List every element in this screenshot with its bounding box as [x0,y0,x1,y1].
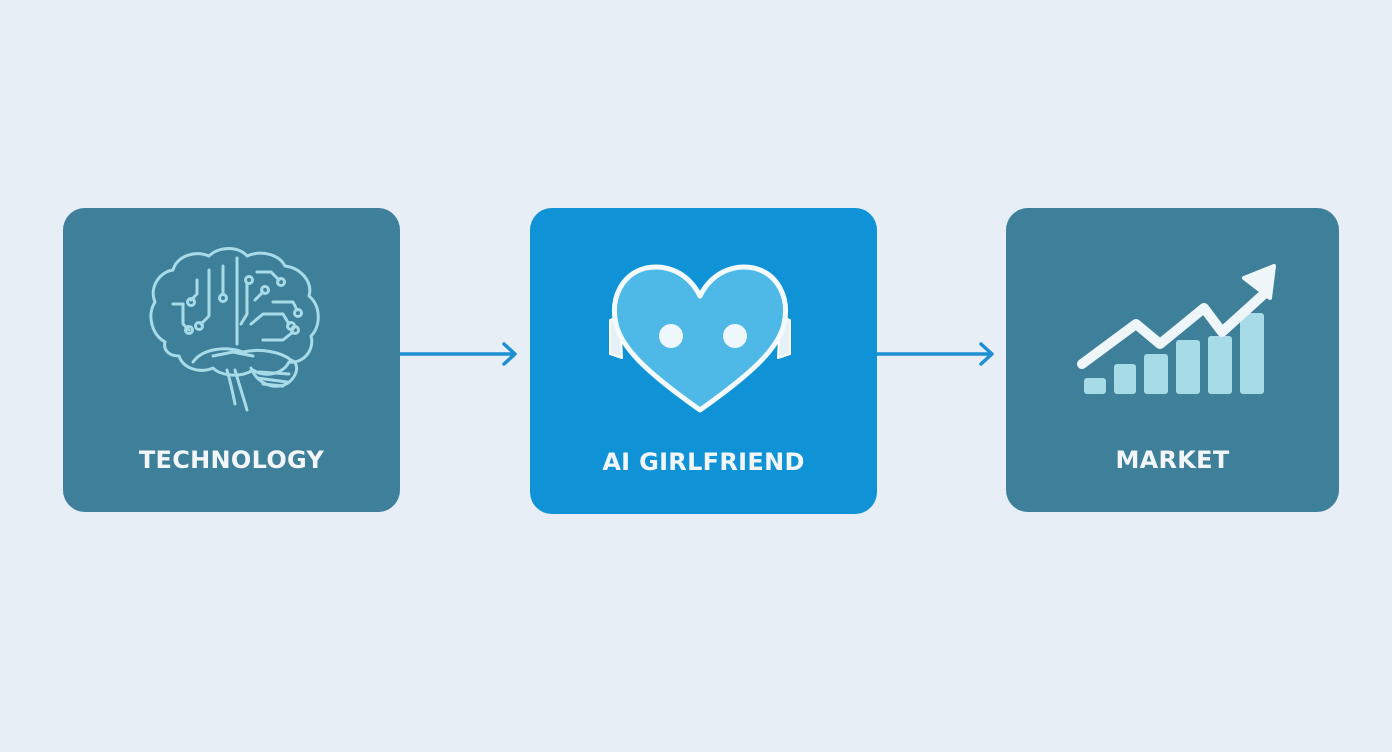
growth-bar-5 [1208,336,1232,394]
growth-bar-1 [1084,378,1106,394]
brain-circuit-icon [149,247,320,412]
node-ai-girlfriend: AI GIRLFRIEND [530,208,877,514]
node-market: MARKET [1006,208,1339,512]
growth-bar-6 [1240,313,1264,394]
robot-heart-icon [609,264,791,413]
trend-line [1077,289,1269,369]
trend-arrowhead [1242,264,1276,300]
arrow-technology-to-ai-girlfriend [400,342,517,366]
growth-bar-2 [1114,364,1136,394]
node-label-market: MARKET [1115,446,1230,474]
growth-chart-icon [1077,264,1276,394]
node-label-ai-girlfriend: AI GIRLFRIEND [602,448,805,476]
node-technology: TECHNOLOGY [63,208,400,512]
arrow-ai-girlfriend-to-market [877,342,994,366]
growth-bar-4 [1176,340,1200,394]
growth-bar-3 [1144,354,1168,394]
node-label-technology: TECHNOLOGY [138,446,325,474]
